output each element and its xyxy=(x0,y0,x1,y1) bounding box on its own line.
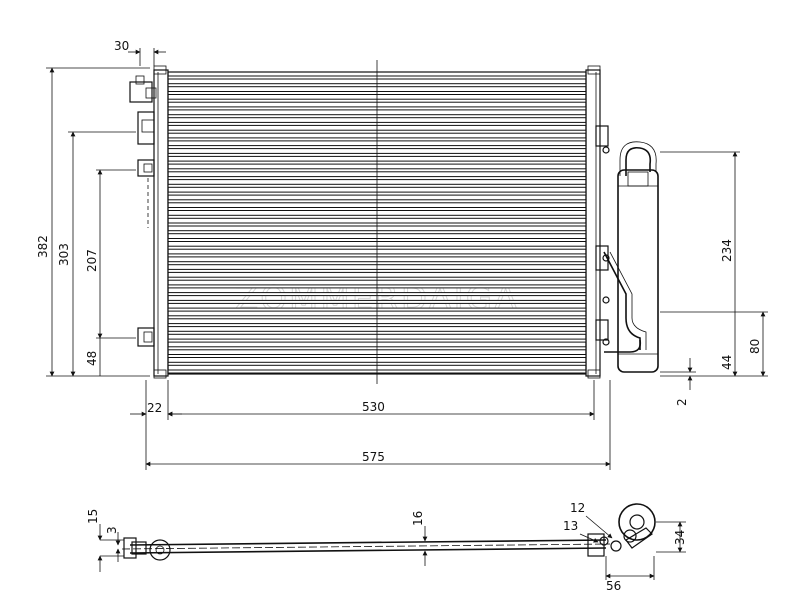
dim-overall-width: 575 xyxy=(362,450,385,464)
outlet-tube xyxy=(603,251,641,350)
left-bracket-mid xyxy=(137,159,155,177)
side-dimension-lines: 15 3 16 12 13 34 56 xyxy=(86,501,687,593)
dim-fitting-b: 13 xyxy=(563,519,578,533)
receiver-drier xyxy=(617,169,659,373)
dim-drier-depth: 34 xyxy=(673,530,687,545)
condenser-front-view xyxy=(129,60,659,384)
dim-height-outlet: 44 xyxy=(720,355,734,370)
dim-height-overall: 382 xyxy=(36,235,50,258)
dim-side-offset: 3 xyxy=(105,526,119,534)
dim-height-mount-low: 48 xyxy=(85,351,99,366)
dim-side-thickness: 15 xyxy=(86,509,100,524)
left-tank xyxy=(153,69,169,377)
dim-height-mount-upper: 303 xyxy=(57,243,71,266)
dim-height-drier: 234 xyxy=(720,239,734,262)
dimension-lines: 30 382 303 207 48 234 80 44 2 xyxy=(36,39,768,470)
dim-drier-width: 56 xyxy=(606,579,621,593)
dim-core-width: 530 xyxy=(362,400,385,414)
dim-top-offset: 30 xyxy=(114,39,129,53)
dim-fitting-a: 12 xyxy=(570,501,585,515)
left-bracket-low xyxy=(137,327,155,347)
dim-height-mount-mid: 207 xyxy=(85,249,99,272)
left-pipe-fitting xyxy=(129,81,153,103)
drier-pipe xyxy=(625,146,652,176)
condenser-side-view xyxy=(100,503,656,580)
dim-height-drier-bottom: 80 xyxy=(748,339,762,354)
left-bracket-upper xyxy=(137,111,155,145)
dim-core-edge: 22 xyxy=(147,401,162,415)
dim-core-depth: 16 xyxy=(411,511,425,526)
dim-offset-small: 2 xyxy=(675,398,689,406)
right-tank xyxy=(585,69,601,377)
